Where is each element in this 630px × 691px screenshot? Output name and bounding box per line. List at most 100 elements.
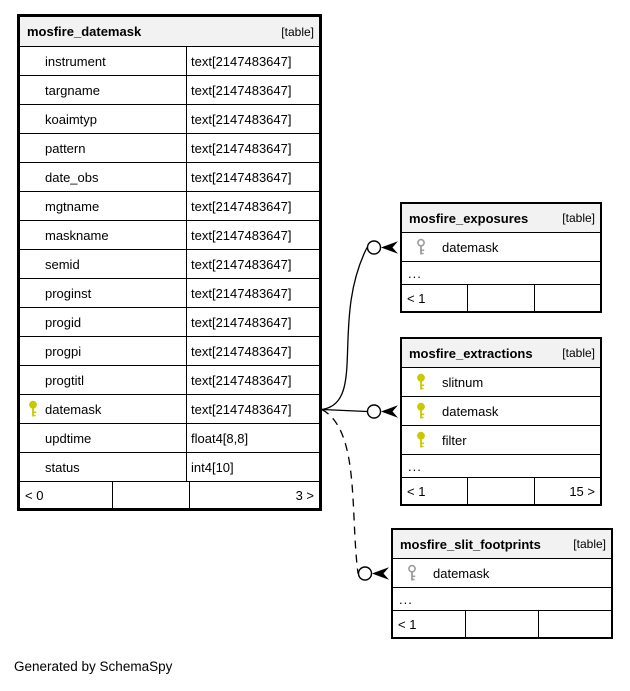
table-mosfire_slit_footprints[interactable]: mosfire_slit_footprints[table]datemask..…: [391, 528, 613, 639]
table-header[interactable]: mosfire_extractions [table]: [402, 339, 600, 368]
column-name: proginst: [45, 285, 92, 301]
column-type: text[2147483647]: [191, 53, 292, 69]
column-type: text[2147483647]: [191, 198, 292, 214]
column-name: progpi: [45, 343, 82, 359]
column-name-cell: proginst: [20, 279, 187, 307]
column-type: text[2147483647]: [191, 256, 292, 272]
column-name-cell: koaimtyp: [20, 105, 187, 133]
table-name[interactable]: mosfire_exposures: [409, 210, 529, 226]
column-name-cell: datemask: [20, 395, 187, 423]
column-row-progtitl: progtitl text[2147483647]: [20, 366, 319, 395]
degree-left: < 1: [402, 285, 469, 311]
relationship-line-mosfire_exposures: [321, 247, 368, 411]
table-name[interactable]: mosfire_slit_footprints: [400, 536, 541, 552]
column-name-cell: progpi: [20, 337, 187, 365]
table-type-tag: [table]: [562, 346, 595, 360]
ellipsis-text: ...: [408, 265, 422, 281]
column-name: datemask: [442, 403, 499, 419]
column-type: text[2147483647]: [191, 343, 292, 359]
ellipsis-text: ...: [399, 591, 413, 607]
table-header[interactable]: mosfire_datemask [table]: [20, 17, 319, 47]
column-type-cell: text[2147483647]: [187, 47, 319, 75]
column-row-updtime: updtime float4[8,8]: [20, 424, 319, 453]
column-row-status: status int4[10]: [20, 453, 319, 482]
column-name: status: [45, 459, 80, 475]
column-type-cell: text[2147483647]: [187, 395, 319, 423]
degree-left: < 0: [20, 482, 113, 508]
column-row-pattern: pattern text[2147483647]: [20, 134, 319, 163]
column-type-cell: text[2147483647]: [187, 192, 319, 220]
table-type-tag: [table]: [281, 24, 314, 39]
column-row-proginst: proginst text[2147483647]: [20, 279, 319, 308]
column-name-cell: progid: [20, 308, 187, 336]
column-name-cell: filter: [402, 426, 600, 454]
arrowhead-icon: [381, 241, 398, 254]
column-row-datemask: datemask: [393, 559, 611, 588]
column-name-cell: date_obs: [20, 163, 187, 191]
column-name: datemask: [442, 239, 499, 255]
column-name-cell: targname: [20, 76, 187, 104]
table-header[interactable]: mosfire_slit_footprints[table]: [393, 530, 611, 559]
column-type-cell: float4[8,8]: [187, 424, 319, 452]
column-name: pattern: [45, 140, 86, 156]
column-type-cell: text[2147483647]: [187, 337, 319, 365]
column-type: int4[10]: [191, 459, 234, 475]
column-name: progtitl: [45, 372, 85, 388]
arrowhead-icon: [381, 405, 398, 418]
table-name[interactable]: mosfire_extractions: [409, 345, 533, 361]
more-columns-ellipsis: ...: [402, 262, 600, 285]
degree-footer: < 1: [393, 611, 611, 637]
table-mosfire_exposures[interactable]: mosfire_exposures[table] datemask... < 1: [400, 202, 602, 313]
primary-key-icon: [415, 402, 427, 420]
column-type-cell: int4[10]: [187, 453, 319, 481]
column-name: updtime: [45, 430, 92, 446]
column-row-progpi: progpi text[2147483647]: [20, 337, 319, 366]
column-name-cell: maskname: [20, 221, 187, 249]
column-type-cell: text[2147483647]: [187, 163, 319, 191]
arrowhead-icon: [372, 567, 389, 580]
degree-text: < 1: [407, 483, 426, 499]
column-row-datemask: datemask: [402, 233, 600, 262]
relationship-line-mosfire_slit_footprints: [321, 408, 359, 574]
column-type-cell: text[2147483647]: [187, 134, 319, 162]
primary-key-icon: [27, 400, 39, 418]
foreign-key-icon: [406, 564, 418, 582]
degree-left: < 1: [393, 611, 466, 637]
column-name-cell: pattern: [20, 134, 187, 162]
column-row-date_obs: date_obs text[2147483647]: [20, 163, 319, 192]
column-type-cell: text[2147483647]: [187, 221, 319, 249]
column-type: text[2147483647]: [191, 372, 292, 388]
table-header[interactable]: mosfire_exposures[table]: [402, 204, 600, 233]
column-type-cell: text[2147483647]: [187, 279, 319, 307]
degree-text: < 0: [25, 487, 44, 503]
column-name-cell: status: [20, 453, 187, 481]
column-name: datemask: [45, 401, 102, 417]
column-name: targname: [45, 82, 100, 98]
column-name: maskname: [45, 227, 109, 243]
column-name-cell: progtitl: [20, 366, 187, 394]
column-row-datemask: datemask text[2147483647]: [20, 395, 319, 424]
column-row-filter: filter: [402, 426, 600, 455]
more-columns-ellipsis: ...: [402, 455, 600, 478]
column-type: text[2147483647]: [191, 227, 292, 243]
column-name-cell: updtime: [20, 424, 187, 452]
column-row-datemask: datemask: [402, 397, 600, 426]
degree-footer: < 1: [402, 285, 600, 311]
column-name-cell: mgtname: [20, 192, 187, 220]
degree-middle: [466, 611, 539, 637]
more-columns-ellipsis: ...: [393, 588, 611, 611]
degree-text: < 1: [398, 616, 417, 632]
column-name-cell: datemask: [402, 397, 600, 425]
column-name: date_obs: [45, 169, 99, 185]
column-name: filter: [442, 432, 467, 448]
degree-middle: [468, 478, 535, 504]
table-name[interactable]: mosfire_datemask: [27, 24, 142, 39]
